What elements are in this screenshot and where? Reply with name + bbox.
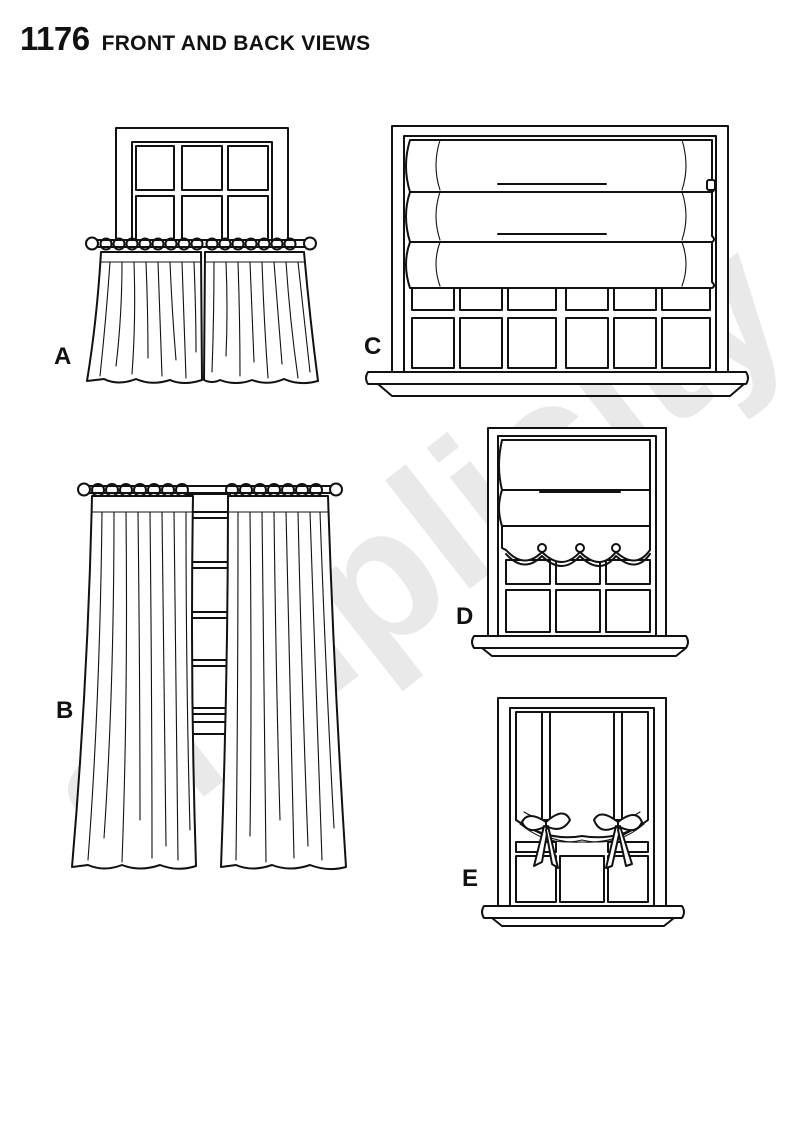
view-a-window-frame — [115, 127, 289, 247]
view-d-shade-folds — [498, 439, 651, 567]
view-a-left-curtain — [86, 251, 203, 384]
view-b-label: B — [56, 697, 73, 724]
view-d-window-panes — [505, 559, 651, 633]
view-d-scalloped-hem — [501, 525, 651, 563]
view-d-sill-apron — [481, 647, 687, 657]
view-d-label: D — [456, 603, 473, 630]
view-b-long-curtains: B — [56, 482, 347, 871]
view-c-window-sill — [365, 371, 749, 385]
view-c-sill-apron — [377, 383, 745, 397]
view-b-window-frame — [187, 493, 231, 735]
view-c-roman-shade: C — [364, 125, 749, 397]
view-e-tie-up-shade: E — [462, 697, 685, 927]
view-a-rod-finial-left — [85, 236, 99, 251]
view-e-label: E — [462, 865, 478, 892]
view-a-rod-finial-right — [303, 236, 317, 251]
view-b-fold-lines — [87, 511, 335, 863]
view-c-label: C — [364, 333, 381, 360]
view-b-window-muntins — [187, 511, 231, 723]
view-a-label: A — [54, 343, 71, 370]
view-e-sill-apron — [491, 917, 675, 927]
view-a-fold-lines — [99, 261, 311, 379]
view-b-right-curtain — [220, 495, 347, 871]
view-a-right-curtain — [203, 251, 319, 385]
view-d-scalloped-roman-shade: D — [456, 427, 689, 657]
view-b-curtain-rings — [91, 483, 323, 497]
view-b-rod-finial-left — [77, 482, 91, 497]
view-a-cafe-curtain: A — [54, 127, 319, 385]
page-title: FRONT AND BACK VIEWS — [101, 32, 371, 55]
view-e-ties — [521, 711, 643, 869]
view-b-rod-finial-right — [329, 482, 343, 497]
pattern-number: 1176 — [20, 20, 90, 57]
view-c-shade-folds — [405, 139, 716, 289]
view-a-curtain-rings — [99, 237, 297, 251]
header: 1176 FRONT AND BACK VIEWS — [20, 20, 370, 68]
view-d-window-sill — [471, 635, 689, 649]
view-e-window-sill — [481, 905, 685, 919]
